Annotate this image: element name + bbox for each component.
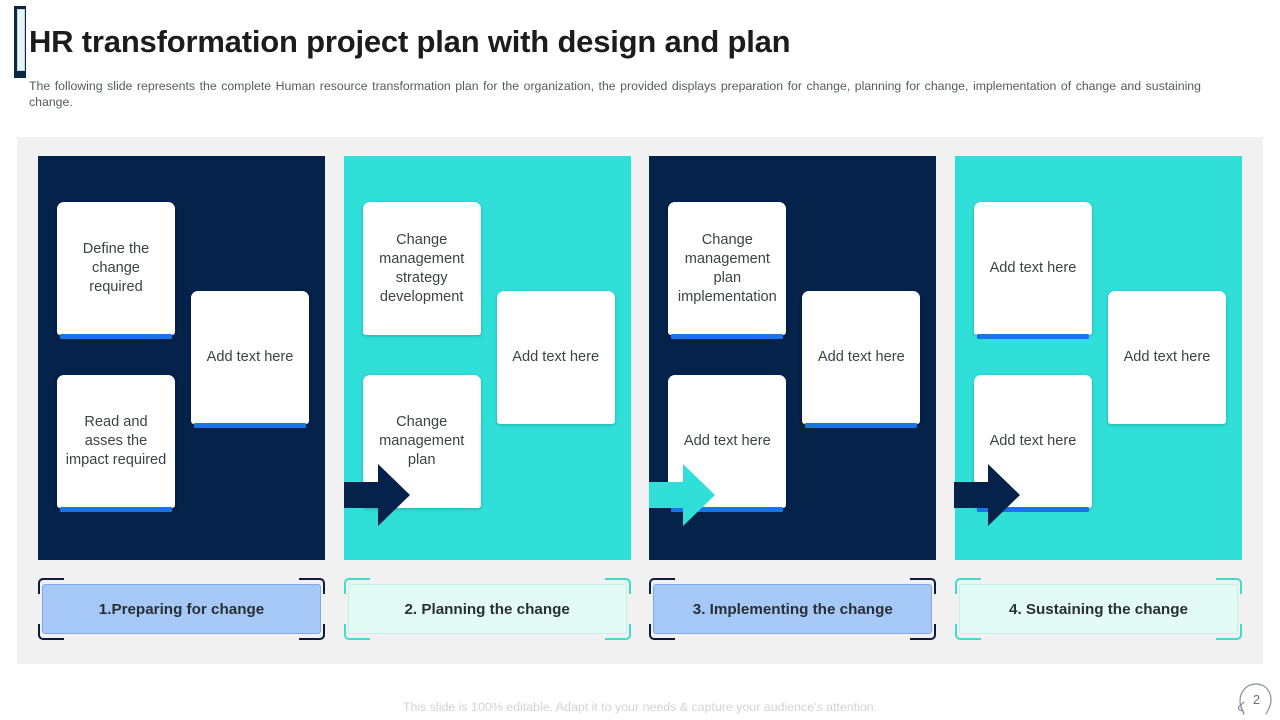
arrow-stage-2-to-3-icon bbox=[649, 464, 715, 526]
arrow-stage-3-to-4-icon bbox=[954, 464, 1020, 526]
chip-2-notch-left bbox=[341, 594, 346, 624]
chip-4-notch-left bbox=[952, 594, 957, 624]
chip-1-notch-left bbox=[36, 594, 40, 624]
stage-label-4-text: 4. Sustaining the change bbox=[1009, 600, 1188, 618]
card-stage1-left-top[interactable]: Define the change required bbox=[57, 202, 175, 339]
chip-1-fill bbox=[42, 584, 321, 634]
chip-4-notch-top bbox=[980, 576, 1216, 580]
card-stage4-left-top[interactable]: Add text here bbox=[973, 202, 1092, 339]
chip-1-notch-right bbox=[323, 594, 327, 624]
stage-label-chip-3[interactable]: 3. Implementing the change bbox=[647, 576, 939, 642]
card-stage3-right-middle[interactable]: Add text here bbox=[802, 291, 921, 428]
chip-2-notch-bottom bbox=[369, 638, 605, 642]
page-subtitle: The following slide represents the compl… bbox=[29, 79, 1201, 109]
stage-label-chip-4[interactable]: 4. Sustaining the change bbox=[952, 576, 1244, 642]
card-stage3-left-top[interactable]: Change management plan implementation bbox=[668, 202, 787, 339]
chip-3-notch-left bbox=[647, 594, 652, 624]
page-number-text: 2 bbox=[1252, 692, 1261, 707]
diagram-panel: Define the change required Read and asse… bbox=[17, 137, 1263, 664]
chip-3-notch-bottom bbox=[675, 638, 911, 642]
chip-2-notch-right bbox=[628, 594, 633, 624]
stage-label-1-text: 1.Preparing for change bbox=[98, 600, 265, 618]
stage-label-3-text: 3. Implementing the change bbox=[692, 600, 893, 618]
stage-column-1[interactable]: Define the change required Read and asse… bbox=[38, 156, 325, 560]
chip-3-notch-top bbox=[675, 576, 911, 580]
page-title: HR transformation project plan with desi… bbox=[29, 24, 791, 59]
chip-2-fill bbox=[347, 584, 627, 634]
card-stage4-right-middle[interactable]: Add text here bbox=[1107, 291, 1226, 424]
chip-1-notch-top bbox=[64, 576, 299, 580]
stage-columns: Define the change required Read and asse… bbox=[38, 156, 1242, 578]
head-profile-icon bbox=[1238, 683, 1272, 715]
card-stage2-right-middle[interactable]: Add text here bbox=[496, 291, 615, 424]
arrow-stage-1-to-2-icon bbox=[344, 464, 410, 526]
chip-3-notch-right bbox=[934, 594, 939, 624]
chip-2-notch-top bbox=[369, 576, 605, 580]
footer-note: This slide is 100% editable. Adapt it to… bbox=[402, 700, 878, 714]
stage-label-chip-1[interactable]: 1.Preparing for change bbox=[36, 576, 327, 642]
title-accent-bar bbox=[14, 6, 26, 78]
stage-label-2-text: 2. Planning the change bbox=[404, 600, 570, 618]
card-stage1-left-bottom[interactable]: Read and asses the impact required bbox=[57, 375, 175, 512]
card-stage1-right-middle[interactable]: Add text here bbox=[191, 291, 309, 428]
chip-1-notch-bottom bbox=[64, 638, 299, 642]
stage-labels: 1.Preparing for change 2. Planning the c… bbox=[36, 576, 1244, 643]
chip-3-fill bbox=[653, 584, 933, 634]
card-stage2-left-top[interactable]: Change management strategy development bbox=[362, 202, 481, 335]
chip-4-notch-bottom bbox=[980, 638, 1216, 642]
chip-4-notch-right bbox=[1239, 594, 1244, 624]
chip-4-fill bbox=[958, 584, 1238, 634]
stage-label-chip-2[interactable]: 2. Planning the change bbox=[341, 576, 633, 642]
page-number-badge: 2 bbox=[1235, 678, 1277, 720]
